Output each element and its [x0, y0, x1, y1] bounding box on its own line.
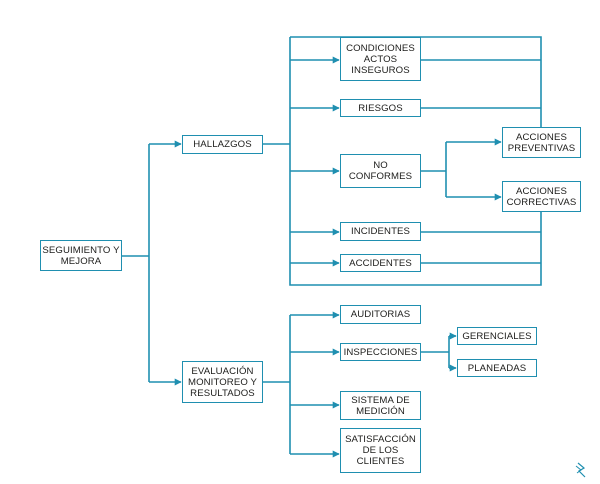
- node-incidentes: INCIDENTES: [340, 222, 421, 241]
- node-inspecciones: INSPECCIONES: [340, 343, 421, 361]
- node-gerenciales: GERENCIALES: [457, 327, 537, 345]
- stylized-lightning-icon: [575, 462, 586, 478]
- node-sistema-de-medicion: SISTEMA DE MEDICIÓN: [340, 391, 421, 420]
- node-planeadas: PLANEADAS: [457, 359, 537, 377]
- node-acciones-correctivas: ACCIONES CORRECTIVAS: [502, 181, 581, 212]
- node-auditorias: AUDITORIAS: [340, 305, 421, 324]
- node-evaluacion-monitoreo-resultados: EVALUACIÓN MONITOREO Y RESULTADOS: [182, 361, 263, 403]
- node-acciones-preventivas: ACCIONES PREVENTIVAS: [502, 127, 581, 158]
- node-condiciones-actos-inseguros: CONDICIONES ACTOS INSEGUROS: [340, 37, 421, 81]
- node-riesgos: RIESGOS: [340, 99, 421, 117]
- node-hallazgos: HALLAZGOS: [182, 135, 263, 154]
- node-satisfaccion-de-los-clientes: SATISFACCIÓN DE LOS CLIENTES: [340, 428, 421, 473]
- node-seguimiento-y-mejora: SEGUIMIENTO Y MEJORA: [40, 240, 122, 271]
- node-accidentes: ACCIDENTES: [340, 254, 421, 272]
- node-no-conformes: NO CONFORMES: [340, 154, 421, 188]
